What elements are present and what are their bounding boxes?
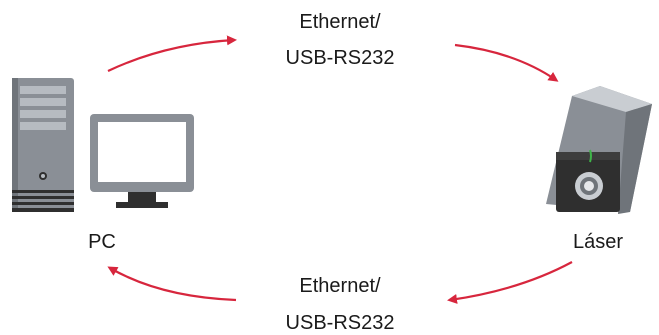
laser-device-icon <box>546 86 652 214</box>
arrow-top-right <box>454 43 559 82</box>
laser-label: Láser <box>572 231 624 253</box>
arrow-top-left <box>107 35 237 72</box>
laser-indicator-icon <box>589 149 592 163</box>
arrow-bottom-left <box>107 266 237 302</box>
pc-label: PC <box>88 231 116 253</box>
pc-icon <box>12 78 194 212</box>
monitor-icon <box>90 114 194 208</box>
tower-icon <box>12 78 74 212</box>
top-connection-label-line1: Ethernet/ <box>299 11 381 33</box>
bottom-connection-label-line1: Ethernet/ <box>299 275 381 297</box>
arrow-bottom-right <box>447 261 573 304</box>
bottom-connection-label-line2: USB-RS232 <box>285 312 395 334</box>
top-connection-label-line2: USB-RS232 <box>285 47 395 69</box>
